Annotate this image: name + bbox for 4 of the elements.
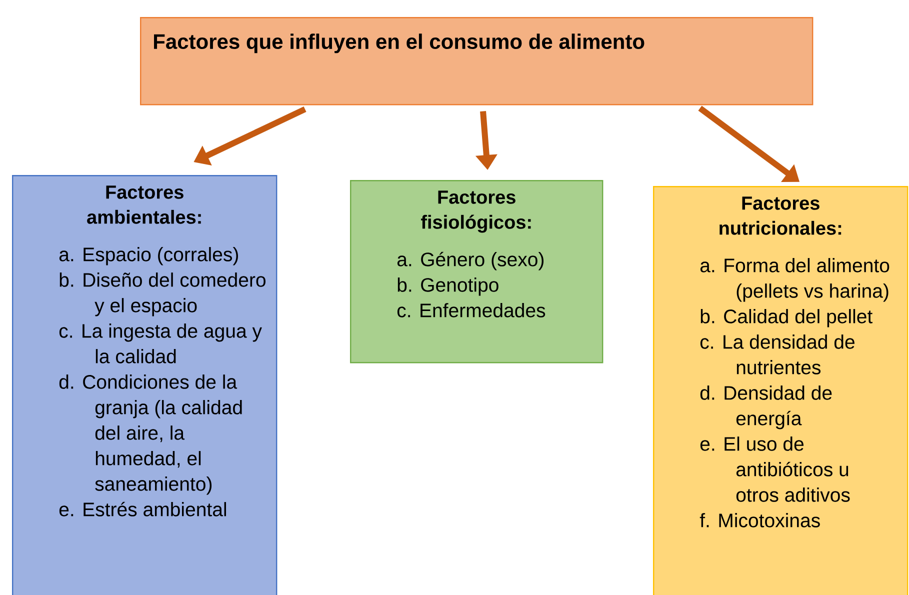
factor-box: Factores nutricionales: a. Forma del alimento (pellets vs harina) b. Calidad del pellet c. La densidad de nutrientes d. Densidad de energía e. El uso de antibióticos u otros aditivos f. Micotoxinas [653,186,908,595]
title-box: Factores que influyen en el consumo de alimento [140,17,814,106]
factor-box: Factores ambientales: a. Espacio (corrales) b. Diseño del comedero y el espacio c. La ingesta de agua y la calidad d. Condiciones de la granja (la calidad del aire, la humedad, el saneamiento) e. Estrés ambiental [12,175,278,595]
factor-box: Factores fisiológicos: a. Género (sexo) b. Genotipo c. Enfermedades [350,180,604,364]
